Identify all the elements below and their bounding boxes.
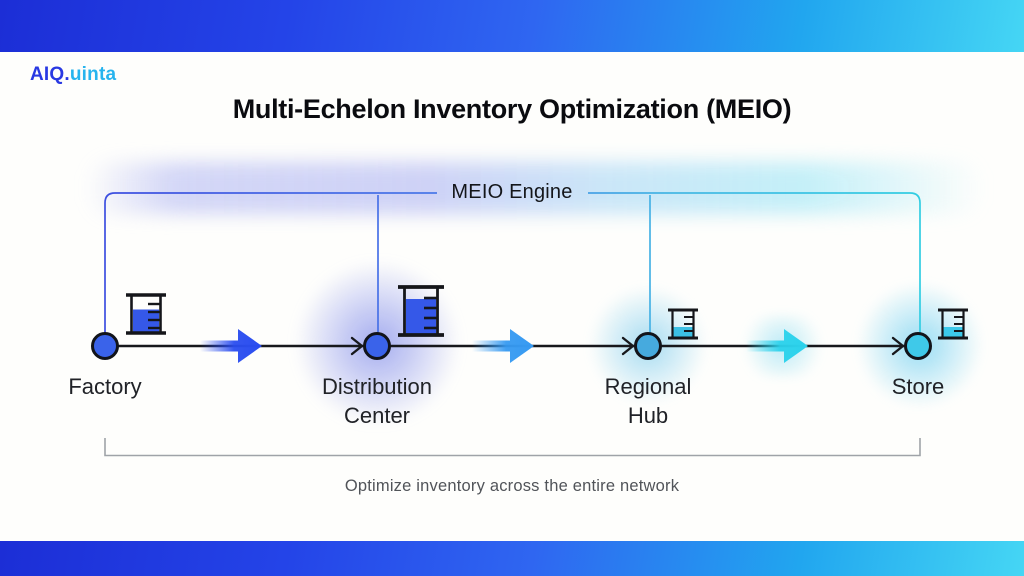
regional-hub-label: Regional Hub — [604, 374, 692, 428]
bottom-banner — [0, 541, 1024, 576]
meio-engine-bracket — [104, 192, 921, 334]
factory-inventory-beaker-icon — [126, 293, 166, 335]
slide-title: Multi-Echelon Inventory Optimization (ME… — [232, 94, 792, 124]
flow-arrowheads — [350, 336, 905, 356]
flow-arrow-factory-to-dc — [200, 329, 262, 363]
brand-logo-part1: AIQ. — [30, 64, 70, 85]
arrowhead-to-store — [891, 336, 905, 356]
regional-hub-node-circle-icon — [634, 332, 662, 360]
regional-hub-inventory-beaker-icon — [668, 308, 698, 340]
store-inventory-beaker-icon — [938, 308, 968, 340]
distribution-center-node-circle-icon — [363, 332, 391, 360]
brand-logo-part2: uinta — [69, 64, 117, 85]
factory-node-circle-icon — [91, 332, 119, 360]
arrowhead-to-distribution-center — [350, 336, 364, 356]
distribution-center-inventory-beaker-icon — [398, 285, 444, 337]
bottom-range-bracket — [104, 438, 921, 457]
brand-logo: AIQ.uinta — [30, 64, 116, 86]
bottom-caption: Optimize inventory across the entire net… — [344, 477, 680, 495]
flow-arrow-dc-to-hub — [472, 329, 534, 363]
distribution-center-label: Distribution Center — [321, 374, 433, 428]
flow-arrow-hub-to-store — [746, 329, 808, 363]
meio-engine-glow-band — [85, 162, 985, 214]
store-label: Store — [891, 374, 945, 399]
store-node-circle-icon — [904, 332, 932, 360]
arrowhead-to-regional-hub — [621, 336, 635, 356]
top-banner — [0, 0, 1024, 52]
meio-engine-label: MEIO Engine — [451, 181, 573, 203]
factory-label: Factory — [68, 374, 142, 399]
